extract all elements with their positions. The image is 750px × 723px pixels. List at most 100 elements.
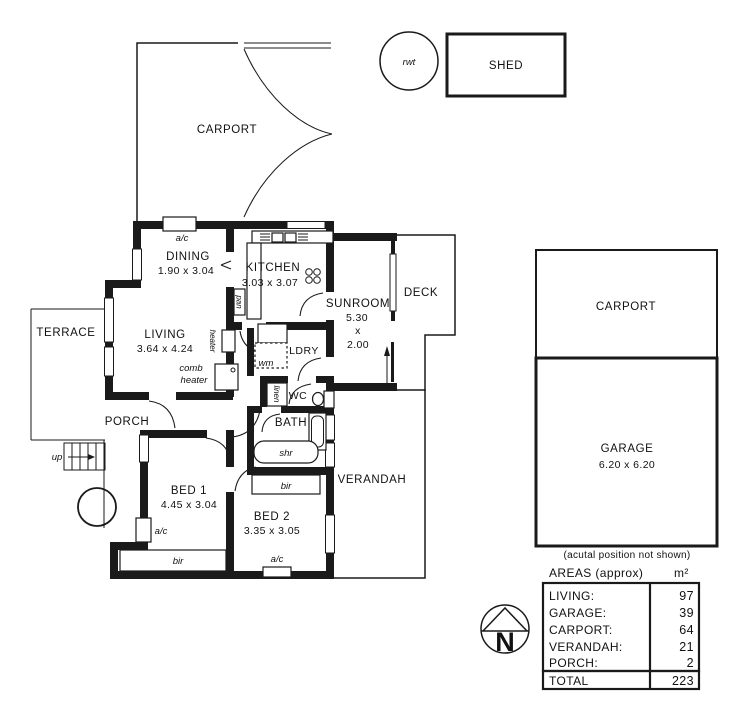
kitchen-label: KITCHEN: [246, 262, 301, 274]
living-dims: 3.64 x 4.24: [137, 343, 193, 355]
areas-total-label: TOTAL: [549, 674, 589, 688]
sliding-door-arrow-head: [384, 346, 390, 356]
carport-gate-curve-top: [243, 48, 333, 135]
deck-label: DECK: [404, 287, 438, 299]
robe-bed1-icon: [119, 549, 227, 572]
kitchen-sink-right-icon: [284, 232, 297, 243]
stove-icon: [305, 268, 321, 284]
sunroom-label: SUNROOM: [326, 298, 390, 310]
living-label: LIVING: [144, 329, 185, 341]
areas-row-value: 2: [687, 656, 694, 670]
wall-jog-south: [110, 542, 148, 550]
ac-bed2-label: a/c: [271, 554, 284, 565]
bath-label: BATH: [275, 417, 307, 429]
door-wc-arc: [288, 383, 312, 405]
laundry-label: LDRY: [289, 345, 319, 357]
window-bed2: [325, 514, 335, 554]
ac-unit-dining-icon: [162, 216, 197, 232]
toilet-icon: [311, 390, 335, 409]
areas-table: AREAS (approx) m² LIVING: 97 GARAGE: 39 …: [541, 566, 701, 691]
bed1-label: BED 1: [171, 485, 207, 497]
laundry-trough-icon: [257, 323, 288, 344]
comb-heater-icon: [214, 363, 239, 391]
wall-bath-west: [247, 406, 254, 474]
sunroom-dim-w: 5.30: [346, 312, 368, 324]
front-steps: up: [52, 440, 117, 528]
outbuilding: CARPORT GARAGE 6.20 x 6.20 (acutal posit…: [534, 249, 719, 561]
compass-north-label: N: [495, 627, 515, 657]
terrace-label: TERRACE: [36, 327, 95, 339]
house-walls: [105, 221, 397, 579]
window-bed1: [139, 434, 149, 463]
room-labels: a/c DINING 1.90 x 3.04 KITCHEN 3.03 x 3.…: [105, 233, 390, 567]
comb-heater-dial: [230, 367, 236, 373]
comb-heater-label-2: heater: [181, 375, 209, 386]
wall-east-a: [326, 221, 334, 292]
garage-label: GARAGE: [601, 443, 654, 455]
dining-opening-arrow: [220, 260, 232, 270]
verandah-label: VERANDAH: [338, 474, 407, 486]
wall-sunroom-east-b: [391, 311, 395, 321]
window-living-a: [104, 297, 114, 343]
kitchen-dims: 3.03 x 3.07: [242, 277, 298, 289]
pantry-label: pan: [235, 294, 244, 309]
wall-southwest: [110, 542, 118, 579]
door-front-arc: [148, 400, 176, 429]
areas-table-title: AREAS (approx): [549, 566, 643, 580]
window-kitchen-top: [286, 221, 326, 229]
areas-row-value: 39: [679, 606, 694, 620]
kitchen-bench-west-icon: [246, 242, 262, 320]
door-bed2-arc: [234, 466, 257, 492]
areas-row-label: LIVING:: [549, 589, 594, 603]
areas-row-label: GARAGE:: [549, 606, 606, 620]
pantry-icon: [233, 288, 246, 316]
compass-circle: [480, 604, 530, 654]
wall-kitchen-south-b: [266, 322, 334, 330]
kitchen-sink-left-icon: [271, 232, 284, 243]
heater-label: heater: [208, 330, 217, 353]
door-bath-arc: [261, 413, 281, 433]
deck-outline: [397, 234, 456, 391]
stove-burner: [313, 276, 321, 284]
steps-outline: [63, 442, 106, 471]
door-living-arc: [231, 403, 262, 438]
terrace: TERRACE: [30, 308, 105, 441]
linen-label: linen: [272, 386, 281, 403]
wall-linen-west: [260, 376, 267, 407]
stove-burner: [313, 268, 321, 276]
wall-bed1-west-b: [140, 462, 148, 518]
window-living-b: [104, 346, 114, 377]
carport-label: CARPORT: [197, 124, 257, 136]
areas-row-label: PORCH:: [549, 656, 598, 670]
wall-dining-west-a: [133, 221, 141, 249]
wall-east-d: [326, 410, 334, 415]
wall-sunroom-east-c: [391, 384, 395, 391]
areas-row-label: VERANDAH:: [549, 640, 623, 654]
heater-unit-icon: [221, 329, 236, 353]
wall-bath-north-b: [281, 406, 334, 413]
washing-machine-icon: [254, 342, 288, 369]
wall-bed-divider-b: [226, 492, 234, 571]
door-kitchen-sunroom-arc: [299, 292, 324, 317]
garage-outline: [534, 356, 719, 548]
areas-table-total-box: [541, 669, 701, 691]
sliding-door-panel: [391, 342, 394, 382]
windows: [104, 221, 397, 554]
dining-dims: 1.90 x 3.04: [158, 265, 214, 277]
porch-label: PORCH: [105, 416, 150, 428]
wm-label: wm: [259, 358, 274, 369]
ac-unit-bed1-icon: [135, 517, 152, 543]
robe-bed1-label: bir: [173, 556, 184, 567]
shed-outline: [445, 32, 567, 98]
ac-unit-bed2-icon: [262, 566, 292, 578]
rainwater-tank: rwt: [379, 31, 439, 91]
bed2-dims: 3.35 x 3.05: [244, 525, 300, 537]
wall-sunroom-east-a: [391, 241, 395, 254]
up-label: up: [52, 452, 63, 463]
wall-kitchen-south-a: [233, 322, 242, 330]
rwt-tank-icon: [379, 31, 439, 91]
wc-label: WC: [289, 390, 308, 402]
stove-burner: [305, 276, 313, 284]
